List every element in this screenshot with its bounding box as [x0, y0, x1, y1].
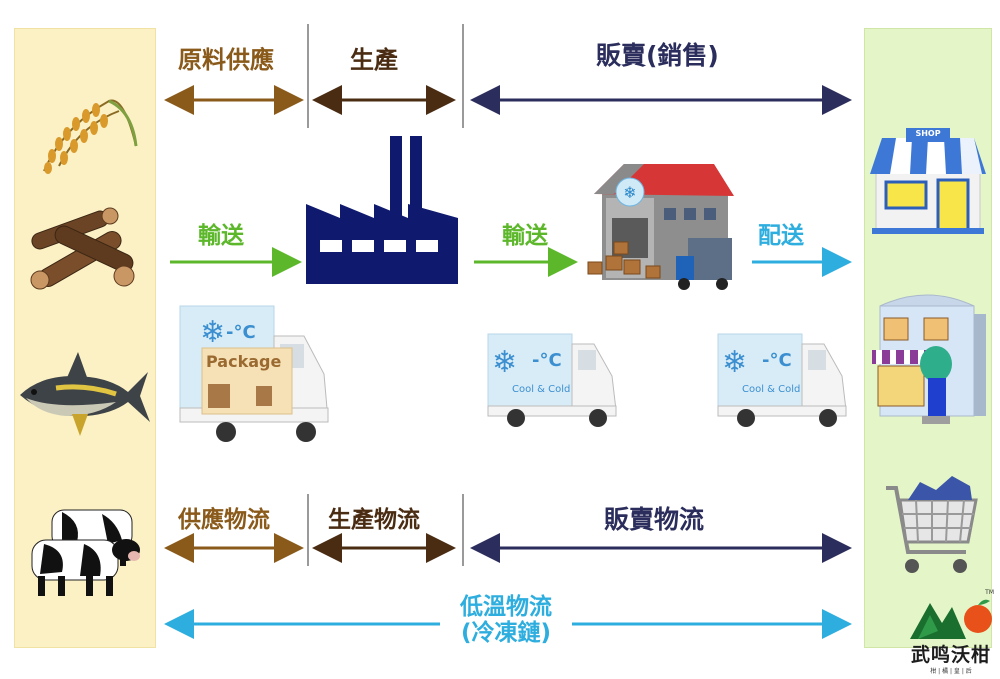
label-logistics-sales: 販賣物流: [604, 505, 705, 534]
rice-icon: [43, 99, 138, 174]
truck-sales-1: ❄ -°C Cool & Cold: [486, 332, 620, 428]
separator-logistics-supply-production: [307, 494, 309, 566]
label-cold-chain: 低溫物流 (冷凍鏈): [440, 594, 572, 646]
shop-icon: SHOP: [868, 124, 988, 236]
label-delivery: 配送: [758, 223, 804, 249]
svg-text:❄: ❄: [200, 315, 225, 350]
truck-sales-2-cool: Cool & Cold: [742, 384, 801, 395]
factory-icon: [306, 136, 458, 284]
svg-text:❄: ❄: [492, 345, 517, 380]
shop-sign: SHOP: [915, 129, 941, 138]
label-logistics-production: 生產物流: [328, 507, 420, 533]
truck-sales-1-cool: Cool & Cold: [512, 384, 571, 395]
brand-logo: TM 武鸣沃柑 柑 | 橘 | 皇 | 后: [908, 589, 994, 675]
store-building-icon: [872, 294, 986, 424]
shop-icon-art: [870, 128, 986, 234]
brand-tagline: 柑 | 橘 | 皇 | 后: [930, 668, 972, 675]
wood-logs-icon: [30, 207, 135, 290]
truck-sales-2: ❄ -°C Cool & Cold: [716, 332, 850, 428]
label-transport-factory: 輸送: [198, 223, 244, 249]
label-sales: 販賣(銷售): [596, 41, 719, 70]
truck-supply-temp: -°C: [226, 322, 256, 343]
separator-production-sales: [462, 24, 464, 128]
label-production: 生產: [350, 46, 398, 74]
truck-sales-1-temp: -°C: [532, 350, 562, 371]
separator-logistics-production-sales: [462, 494, 464, 566]
label-cold-chain-line2: (冷凍鏈): [460, 620, 552, 646]
truck-supply-package: Package: [206, 352, 282, 371]
brand-name: 武鸣沃柑: [910, 644, 991, 666]
label-supply: 原料供應: [178, 46, 274, 74]
svg-text:❄: ❄: [722, 345, 747, 380]
truck-sales-1-body: ❄: [487, 333, 617, 427]
truck-sales-2-temp: -°C: [762, 350, 792, 371]
svg-text:❄: ❄: [623, 183, 636, 202]
tuna-fish-icon: [20, 352, 150, 436]
cows-icon: [31, 509, 140, 596]
shopping-cart-icon: [886, 476, 978, 573]
brand-mountain-icon: [910, 599, 992, 639]
brand-tm: TM: [985, 589, 994, 596]
truck-supply-body: ❄: [179, 305, 329, 442]
label-cold-chain-line1: 低溫物流: [460, 594, 552, 620]
label-transport-warehouse: 輸送: [502, 223, 548, 249]
warehouse-icon: ❄: [587, 164, 734, 290]
separator-supply-production: [307, 24, 309, 128]
truck-sales-2-body: ❄: [717, 333, 847, 427]
truck-supply: ❄ -°C Package: [178, 304, 332, 444]
label-logistics-supply: 供應物流: [178, 507, 270, 533]
